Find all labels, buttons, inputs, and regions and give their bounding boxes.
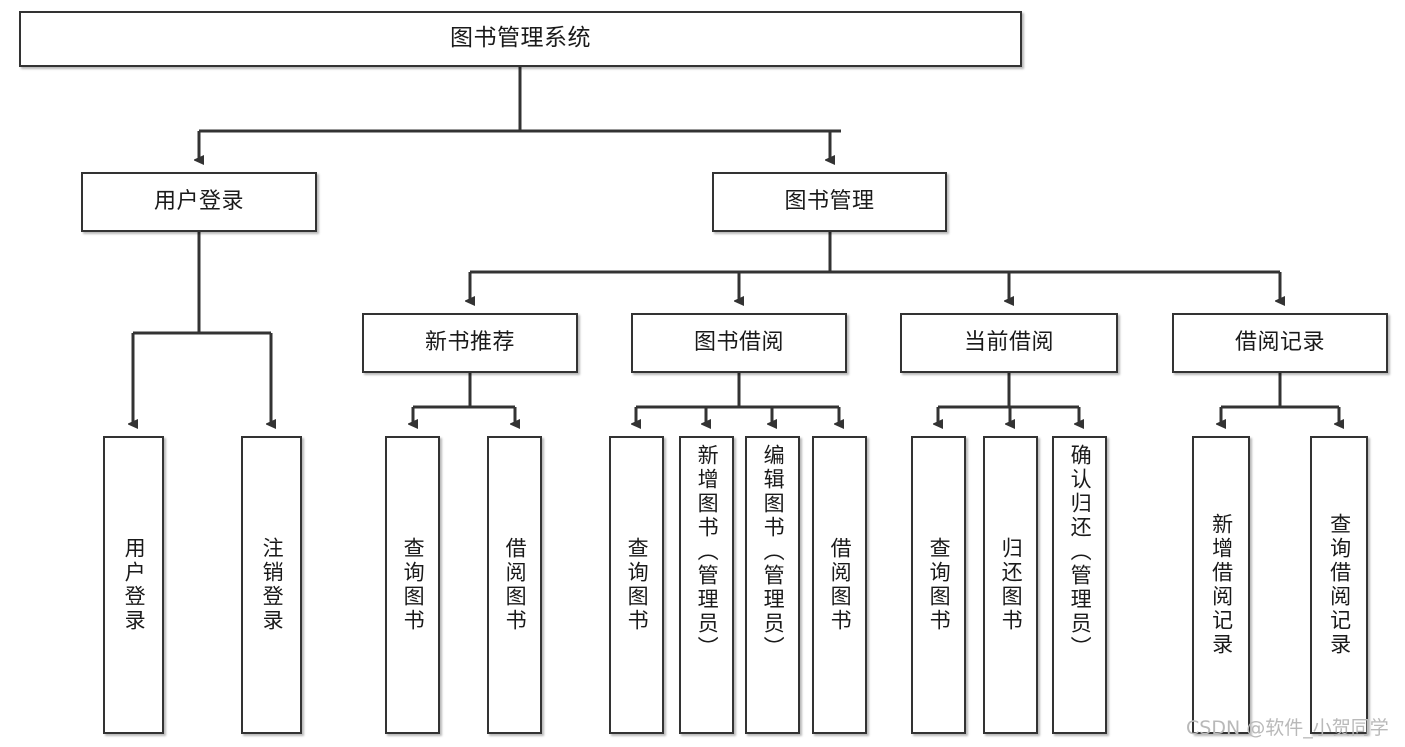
node-label: 新增图书（管理员） [695,444,720,660]
node-label: 当前借阅 [963,330,1054,356]
node-leaf-add-book-admin[interactable]: 新增图书（管理员） [679,436,734,734]
node-leaf-user-logout[interactable]: 注销登录 [241,436,302,734]
node-leaf-add-borrow-record[interactable]: 新增借阅记录 [1192,436,1250,734]
node-label: 借阅图书 [828,537,853,633]
watermark: CSDN @软件_小贺同学 [1186,717,1389,739]
node-leaf-query-book-borrow[interactable]: 查询图书 [609,436,664,734]
node-label: 确认归还（管理员） [1068,444,1093,660]
node-leaf-edit-book-admin[interactable]: 编辑图书（管理员） [745,436,800,734]
node-leaf-query-book-new-book[interactable]: 查询图书 [385,436,440,734]
node-leaf-query-borrow-record[interactable]: 查询借阅记录 [1310,436,1368,734]
node-label: 编辑图书（管理员） [761,444,786,660]
node-leaf-user-login[interactable]: 用户登录 [103,436,164,734]
node-label: 用户登录 [122,537,147,633]
node-label: 注销登录 [260,537,285,633]
node-leaf-borrow-book-borrow[interactable]: 借阅图书 [812,436,867,734]
node-label: 新书推荐 [424,330,515,356]
node-leaf-confirm-return-admin[interactable]: 确认归还（管理员） [1052,436,1107,734]
node-label: 图书管理系统 [450,25,591,52]
node-leaf-borrow-book-new-book[interactable]: 借阅图书 [487,436,542,734]
node-label: 图书管理 [784,189,875,215]
node-leaf-return-book[interactable]: 归还图书 [983,436,1038,734]
node-leaf-query-book-current[interactable]: 查询图书 [911,436,966,734]
node-root-图书管理系统[interactable]: 图书管理系统 [19,11,1022,67]
node-label: 新增借阅记录 [1209,513,1234,657]
node-user-login[interactable]: 用户登录 [81,172,317,232]
node-label: 图书借阅 [693,330,784,356]
node-book-borrow[interactable]: 图书借阅 [631,313,847,373]
node-label: 借阅图书 [503,537,528,633]
node-label: 查询图书 [401,537,426,633]
node-label: 用户登录 [153,189,244,215]
node-borrow-record[interactable]: 借阅记录 [1172,313,1388,373]
node-label: 查询图书 [927,537,952,633]
node-label: 查询图书 [625,537,650,633]
node-label: 查询借阅记录 [1327,513,1352,657]
node-book-manage[interactable]: 图书管理 [712,172,947,232]
node-current-borrow[interactable]: 当前借阅 [900,313,1118,373]
node-label: 归还图书 [999,537,1024,633]
node-label: 借阅记录 [1234,330,1325,356]
node-new-book-recommend[interactable]: 新书推荐 [362,313,578,373]
